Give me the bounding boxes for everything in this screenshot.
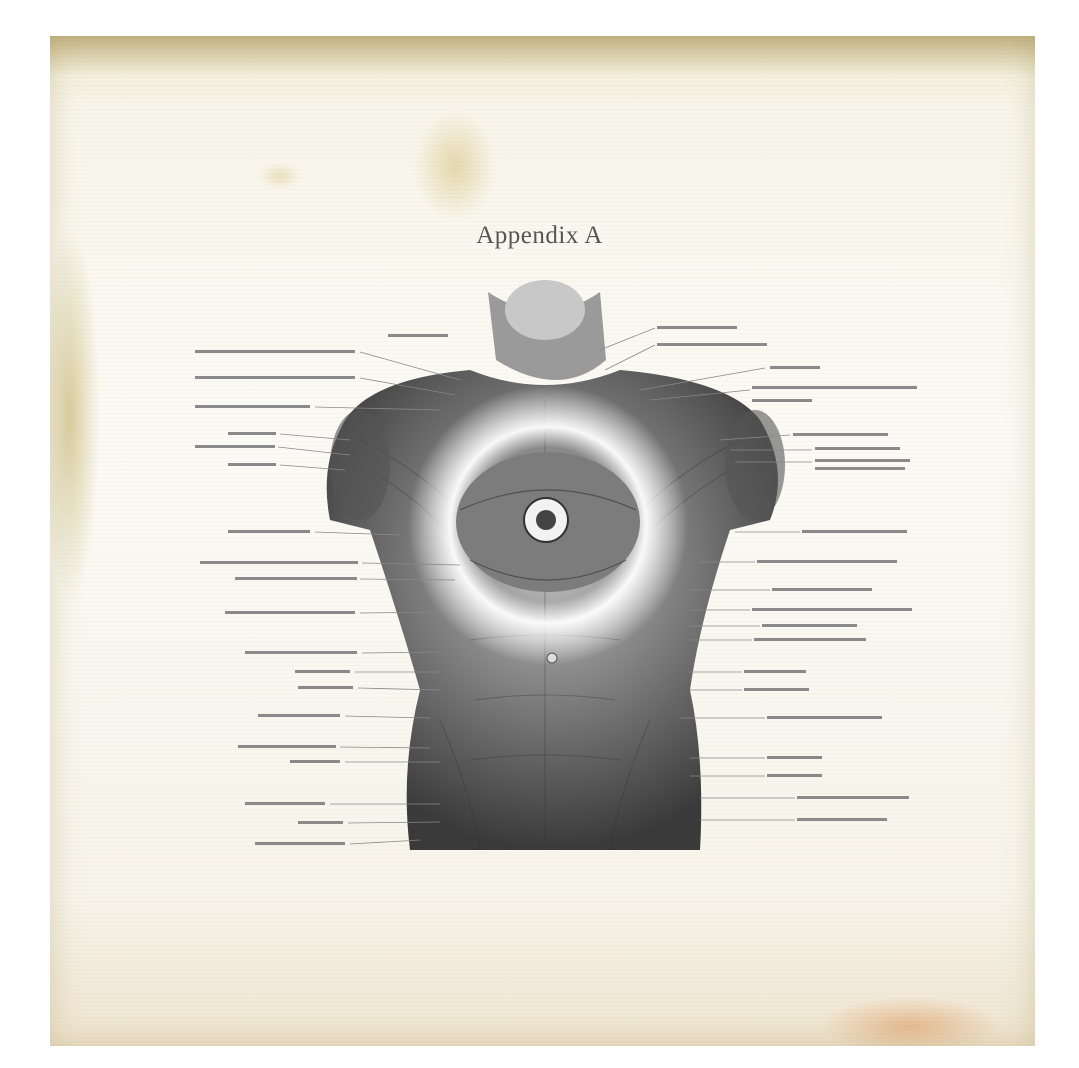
- chin-shape: [505, 280, 585, 340]
- navel: [547, 653, 557, 663]
- deltoid-left: [330, 410, 390, 520]
- deltoid-right: [725, 410, 785, 520]
